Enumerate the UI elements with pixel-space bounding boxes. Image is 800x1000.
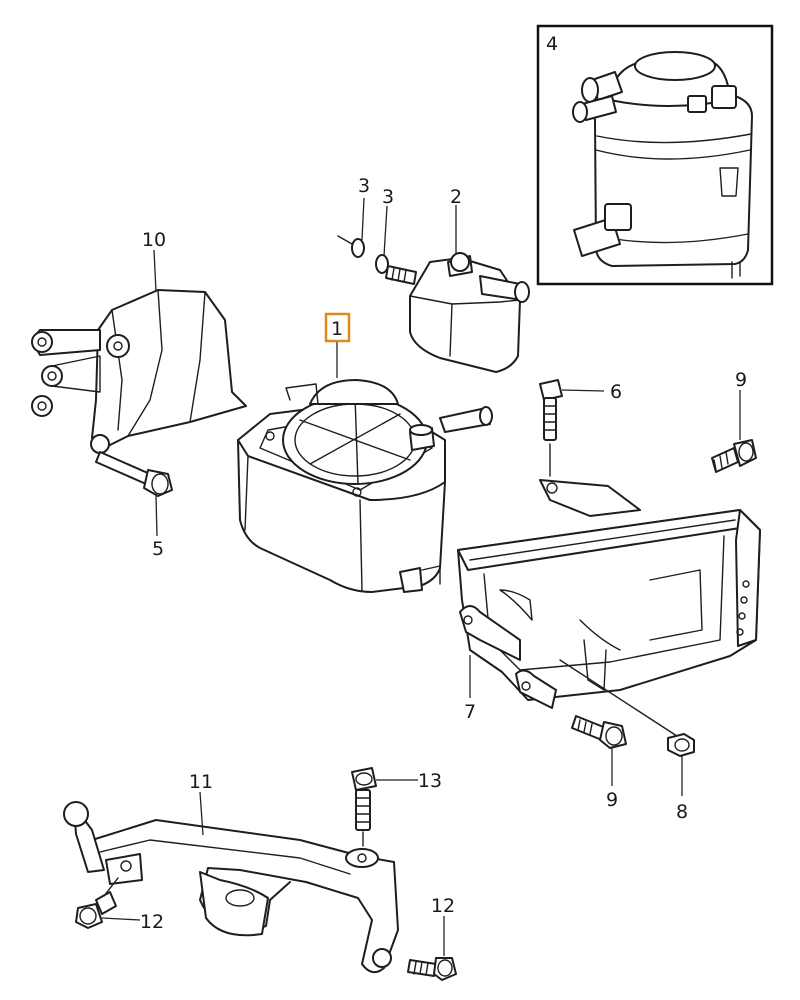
callout-10: 10: [142, 229, 166, 251]
callout-12-b: 12: [431, 895, 455, 917]
callout-11: 11: [189, 771, 213, 793]
part-8-bolt: [667, 733, 695, 757]
part-3-seal-rings: [337, 235, 389, 274]
part-13-bolt: [351, 767, 377, 847]
part-9-bolt-lower: [571, 715, 627, 749]
part-7-mounting-tray: [457, 479, 761, 739]
callout-4: 4: [546, 33, 558, 55]
part-12-bolt-right: [407, 957, 457, 981]
callout-1-highlight-box: [324, 312, 351, 343]
callout-13: 13: [418, 770, 442, 792]
callout-9-a: 9: [735, 369, 747, 391]
part-10-bracket: [31, 289, 247, 454]
part-6-bolt: [539, 379, 563, 477]
callout-2: 2: [450, 186, 462, 208]
callout-9-b: 9: [606, 789, 618, 811]
callout-1: 1: [331, 318, 343, 340]
callout-3-a: 3: [358, 175, 370, 197]
part-1-fuel-filter: [237, 379, 493, 593]
leader-lines: [101, 197, 741, 956]
part-2-sensor: [385, 252, 530, 373]
callout-8: 8: [676, 801, 688, 823]
part-9-bolt-upper: [711, 439, 757, 473]
callout-7: 7: [464, 701, 476, 723]
callout-labels: 1 2 3 3 4 5 6 7 8 9 9 10 11 12 12 13: [140, 33, 747, 933]
callout-5: 5: [152, 538, 164, 560]
part-12-bolt-left: [75, 877, 119, 929]
part-11-lower-bracket: [63, 801, 399, 974]
callout-3-b: 3: [382, 186, 394, 208]
inset-fuel-filter-detail: [536, 24, 774, 286]
part-5-bolt: [95, 451, 173, 497]
callout-12-a: 12: [140, 911, 164, 933]
callout-6: 6: [610, 381, 622, 403]
